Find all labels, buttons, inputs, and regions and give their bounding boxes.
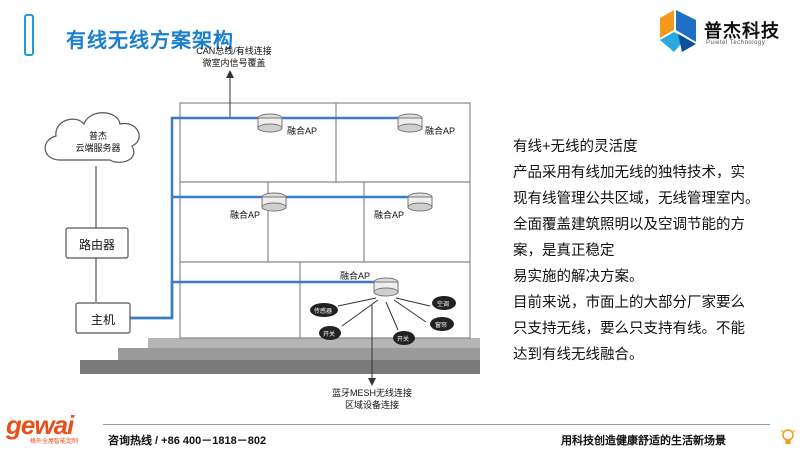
description-line: 案，是真正稳定 — [513, 243, 615, 259]
description-line: 全面覆盖建筑照明以及空调节能的方 — [513, 217, 745, 233]
device-bubble-sensor — [310, 303, 338, 317]
description-line: 达到有线无线融合。 — [513, 347, 644, 363]
description-line: 只支持无线，要么只支持有线。不能 — [513, 321, 745, 337]
footer-slogan: 用科技创造健康舒适的生活新场景 — [561, 435, 726, 447]
router-box — [65, 227, 129, 259]
description-line: 目前来说，市面上的大部分厂家要么 — [513, 295, 745, 311]
ap-label: 融合AP — [287, 126, 318, 136]
device-label-switch: 开关 — [397, 337, 410, 343]
can-bus-sublabel: 微室内信号覆盖 — [202, 58, 266, 68]
device-label-switch: 开关 — [323, 332, 336, 338]
description-line: 产品采用有线加无线的独特技术，实 — [513, 165, 745, 181]
page-title: 有线无线方案架构 — [66, 30, 234, 52]
host-box — [75, 302, 131, 334]
router-label: 路由器 — [78, 238, 115, 252]
mesh-label: 蓝牙MESH无线连接 — [331, 388, 412, 398]
company-logo-subtitle: Puietel Technology — [706, 40, 766, 46]
building-base-step-1 — [80, 360, 480, 374]
can-bus-label: CAN总线/有线连接 — [196, 46, 272, 56]
cloud-label-1: 普杰 — [88, 131, 107, 141]
ap-device-icon — [257, 113, 283, 133]
ap-device-icon — [373, 277, 399, 297]
ap-device-icon — [261, 192, 287, 212]
building-base-step-2 — [118, 348, 480, 360]
ap-label: 融合AP — [425, 126, 456, 136]
title-accent-bar — [24, 14, 34, 56]
device-bubble-switch — [393, 331, 415, 345]
footer-brand-logo: gewai — [6, 410, 74, 440]
footer-divider — [103, 424, 770, 425]
cloud-label-2: 云端服务器 — [75, 143, 121, 153]
host-label: 主机 — [90, 313, 115, 327]
description-text: 有线+无线的灵活度 产品采用有线加无线的独特技术，实 现有线管理公共区域，无线管… — [513, 134, 793, 368]
device-label-ac: 空调 — [437, 302, 450, 308]
footer-brand-subtitle: 格外全屋智能定制 — [30, 439, 79, 445]
ap-label: 融合AP — [340, 271, 371, 281]
wired-bus-lines — [130, 116, 410, 320]
device-bubble-curtain — [430, 317, 454, 331]
device-label-curtain: 窗帘 — [435, 323, 448, 329]
building-frame — [179, 102, 471, 339]
device-bubble-ac — [432, 296, 456, 310]
ap-device-icon — [397, 113, 423, 133]
mesh-sublabel: 区域设备连接 — [344, 400, 399, 410]
footer-hotline: 咨询热线 / +86 400－1818－802 — [108, 435, 267, 447]
company-logo-name: 普杰科技 — [704, 21, 780, 41]
description-line: 易实施的解决方案。 — [513, 269, 644, 285]
device-label-sensor: 传感器 — [314, 309, 333, 315]
cloud-server-icon — [44, 112, 140, 163]
description-line: 有线+无线的灵活度 — [513, 139, 638, 155]
architecture-diagram — [44, 70, 480, 386]
device-bubble-switch — [319, 326, 341, 340]
company-logo-icon — [660, 10, 696, 52]
building-base-step-3 — [148, 338, 480, 348]
ap-device-icon — [407, 192, 433, 212]
ap-label: 融合AP — [230, 210, 261, 220]
lightbulb-icon — [780, 429, 796, 444]
description-line: 现有线管理公共区域，无线管理室内。 — [513, 191, 760, 207]
ap-label: 融合AP — [374, 210, 405, 220]
